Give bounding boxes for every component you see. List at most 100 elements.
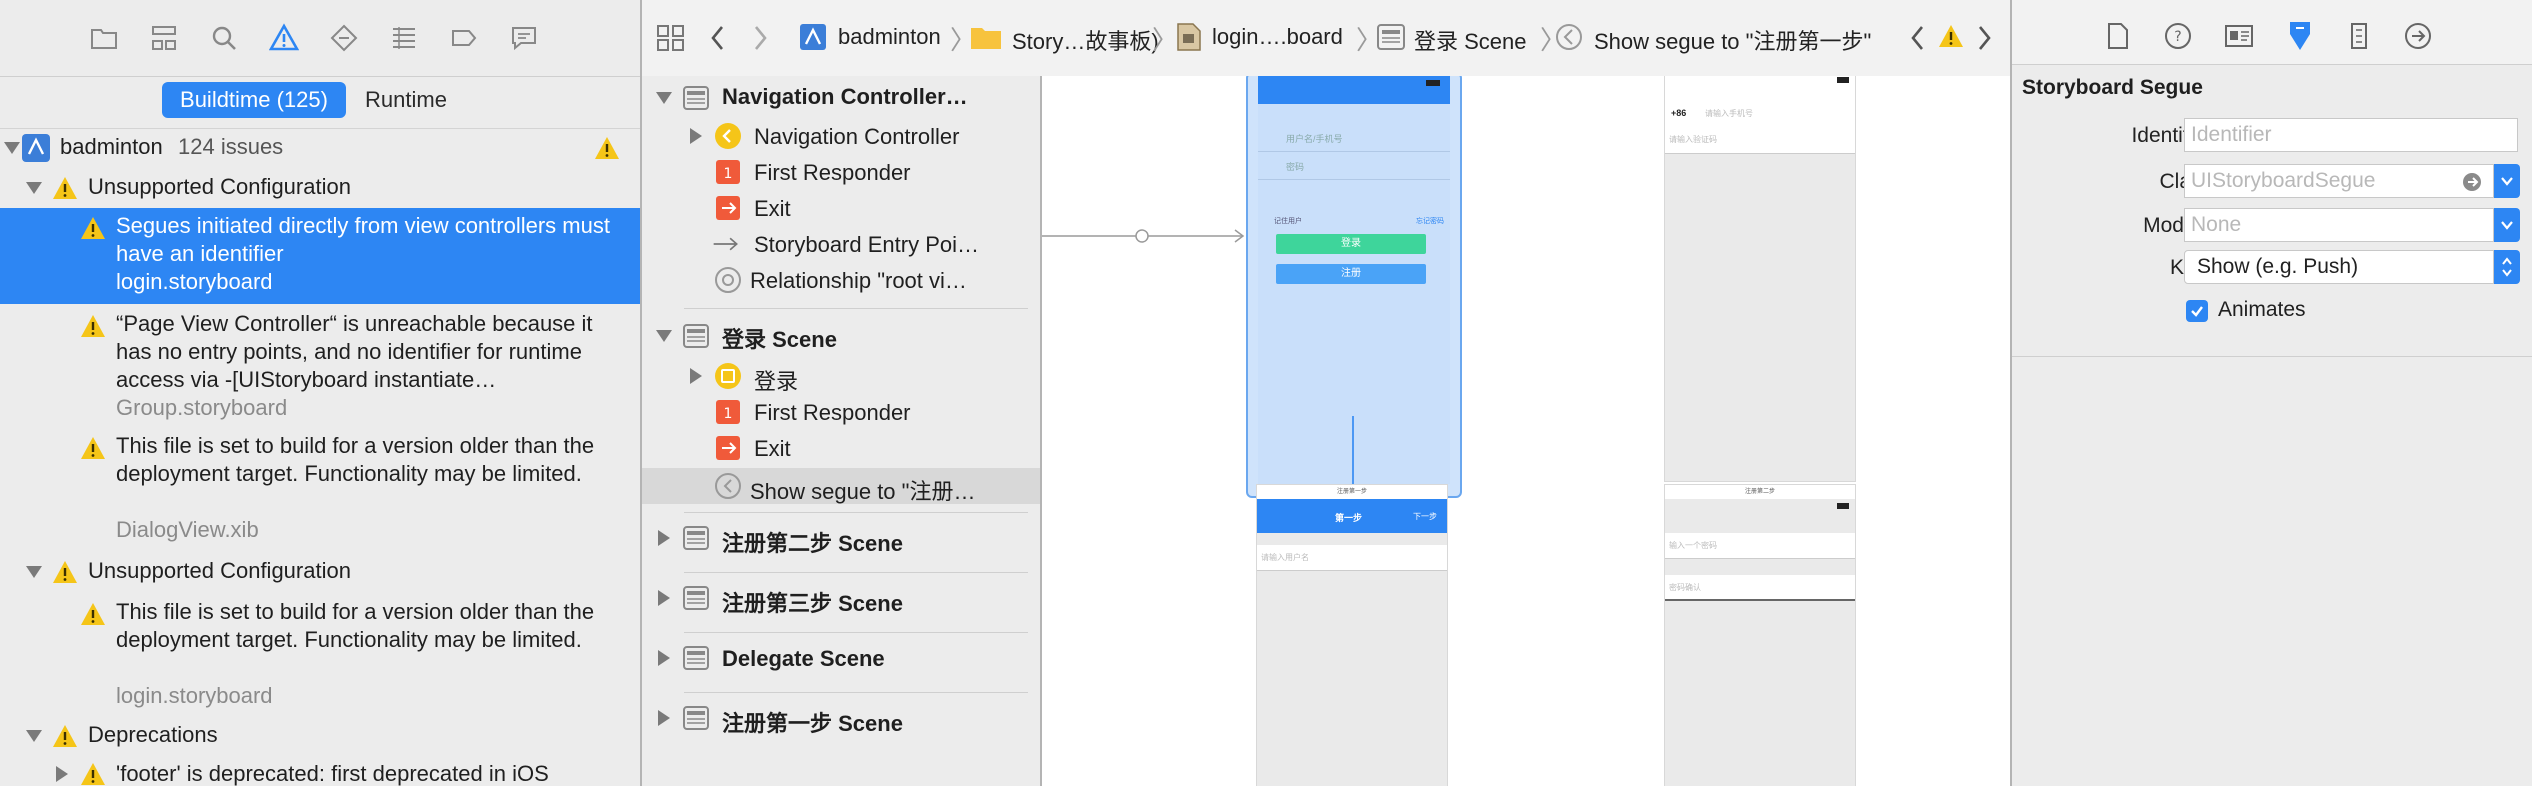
attributes-inspector-icon[interactable] (2286, 20, 2314, 52)
disclosure-triangle-icon[interactable] (658, 650, 670, 666)
issue-row[interactable]: “Page View Controller“ is unreachable be… (0, 306, 640, 424)
kind-select[interactable]: Show (e.g. Push) (2184, 250, 2494, 284)
next-button[interactable]: 下一步 (1413, 512, 1437, 521)
outline-scene[interactable]: 注册第三步 Scene (722, 591, 903, 616)
step2-scene-frame[interactable]: 注册第二步 输入一个密码 密码确认 (1664, 484, 1856, 786)
disclosure-triangle-icon[interactable] (656, 330, 672, 342)
warning-navigator-icon[interactable] (264, 18, 304, 58)
outline-item[interactable]: Exit (754, 196, 791, 221)
disclosure-triangle-icon[interactable] (26, 182, 42, 194)
related-items-icon[interactable] (656, 24, 686, 52)
outline-item[interactable]: First Responder (754, 400, 911, 425)
group-label: Unsupported Configuration (88, 174, 351, 199)
document-outline: Navigation Controller… Navigation Contro… (642, 76, 1042, 786)
outline-scene-nav[interactable]: Navigation Controller… (722, 84, 968, 109)
disclosure-triangle-icon[interactable] (26, 730, 42, 742)
breadcrumb-segue[interactable]: Show segue to "注册第一步" (1594, 29, 1872, 54)
relationship-segue-line[interactable] (1042, 226, 1252, 246)
outline-scene[interactable]: 注册第一步 Scene (722, 711, 903, 736)
disclosure-triangle-icon[interactable] (690, 368, 702, 384)
disclosure-triangle-icon[interactable] (26, 566, 42, 578)
relationship-icon (715, 267, 741, 293)
outline-scene-login[interactable]: 登录 Scene (722, 327, 837, 352)
phone-scene-frame[interactable]: +86 请输入手机号 请输入验证码 (1664, 76, 1856, 482)
module-field[interactable]: None (2184, 208, 2494, 242)
module-label: Module (2143, 214, 2212, 237)
breadcrumb-project[interactable]: badminton (838, 24, 941, 49)
folder-icon[interactable] (84, 18, 124, 58)
kind-stepper-button[interactable] (2494, 250, 2520, 284)
disclosure-triangle-icon[interactable] (658, 530, 670, 546)
forward-arrow-icon[interactable] (750, 24, 770, 52)
report-icon[interactable] (504, 18, 544, 58)
password-input[interactable]: 输入一个密码 (1665, 533, 1855, 559)
outline-item[interactable]: Storyboard Entry Poi… (754, 232, 979, 257)
identifier-field[interactable]: Identifier (2184, 118, 2518, 152)
step1-scene-frame[interactable]: 注册第一步 第一步 下一步 请输入用户名 (1256, 484, 1448, 786)
storyboard-canvas[interactable]: 用户名/手机号 密码 记住用户 忘记密码 登录 注册 +86 请输入手机号 请输… (1042, 76, 2010, 786)
password-field[interactable]: 密码 (1258, 154, 1450, 180)
buildtime-tab[interactable]: Buildtime (125) (162, 82, 346, 118)
outline-item[interactable]: 登录 (754, 369, 799, 394)
disclosure-triangle-icon[interactable] (690, 128, 702, 144)
outline-item[interactable]: First Responder (754, 160, 911, 185)
issue-row[interactable]: 'footer' is deprecated: first deprecated… (0, 758, 640, 786)
breadcrumb-file[interactable]: login….board (1212, 24, 1343, 49)
phone-input[interactable]: 请输入手机号 (1705, 109, 1753, 118)
outline-item[interactable]: Exit (754, 436, 791, 461)
previous-issue-icon[interactable] (1908, 24, 1928, 52)
outline-scene[interactable]: Delegate Scene (722, 646, 885, 671)
login-button[interactable]: 登录 (1276, 234, 1426, 254)
login-scene-frame[interactable]: 用户名/手机号 密码 记住用户 忘记密码 登录 注册 (1246, 76, 1462, 498)
size-inspector-icon[interactable] (2348, 22, 2370, 50)
project-icon (800, 24, 826, 50)
back-arrow-icon[interactable] (708, 24, 728, 52)
outline-row-selected[interactable] (642, 468, 1040, 504)
runtime-tab[interactable]: Runtime (365, 87, 447, 112)
hierarchy-icon[interactable] (144, 18, 184, 58)
confirm-input[interactable]: 密码确认 (1665, 575, 1855, 601)
breadcrumb-scene[interactable]: 登录 Scene (1414, 29, 1527, 54)
issue-group[interactable]: Deprecations (0, 718, 640, 754)
class-field[interactable]: UIStoryboardSegue (2184, 164, 2494, 198)
test-diamond-icon[interactable] (324, 18, 364, 58)
module-dropdown-button[interactable] (2494, 208, 2520, 242)
outline-item[interactable]: Relationship "root vi… (750, 268, 967, 293)
next-issue-icon[interactable] (1974, 24, 1994, 52)
phone-row: +86 请输入手机号 (1665, 101, 1855, 128)
outline-scene[interactable]: 注册第二步 Scene (722, 531, 903, 556)
warning-icon (81, 437, 105, 459)
disclosure-triangle-icon[interactable] (658, 710, 670, 726)
issue-group[interactable]: Unsupported Configuration (0, 554, 640, 590)
code-input[interactable]: 请输入验证码 (1669, 135, 1717, 144)
breadcrumb-group[interactable]: Story…故事板) (1012, 29, 1159, 54)
issue-row[interactable]: This file is set to build for a version … (0, 430, 640, 548)
go-arrow-icon[interactable] (2462, 172, 2482, 192)
outline-item-selected[interactable]: Show segue to "注册… (750, 479, 976, 504)
disclosure-triangle-icon[interactable] (658, 590, 670, 606)
issue-group[interactable]: Unsupported Configuration (0, 170, 640, 206)
phone-field[interactable]: 用户名/手机号 (1258, 126, 1450, 152)
disclosure-triangle-icon[interactable] (56, 766, 68, 782)
connections-inspector-icon[interactable] (2404, 22, 2432, 50)
identity-inspector-icon[interactable] (2224, 22, 2254, 50)
search-icon[interactable] (204, 18, 244, 58)
project-row[interactable]: badminton 124 issues (0, 130, 640, 166)
disclosure-triangle-icon[interactable] (4, 142, 20, 154)
issue-row[interactable]: This file is set to build for a version … (0, 596, 640, 714)
register-button[interactable]: 注册 (1276, 264, 1426, 284)
username-input[interactable]: 请输入用户名 (1257, 545, 1447, 571)
disclosure-triangle-icon[interactable] (656, 92, 672, 104)
breakpoint-icon[interactable] (444, 18, 484, 58)
class-dropdown-button[interactable] (2494, 164, 2520, 198)
file-inspector-icon[interactable] (2106, 22, 2130, 50)
class-label: Class (2012, 170, 2212, 194)
animates-checkbox[interactable] (2186, 300, 2208, 322)
forgot-link[interactable]: 忘记密码 (1416, 218, 1444, 225)
issue-row-selected[interactable]: Segues initiated directly from view cont… (0, 208, 640, 304)
help-icon[interactable]: ? (2164, 22, 2192, 50)
debug-list-icon[interactable] (384, 18, 424, 58)
warning-icon (53, 177, 77, 199)
outline-item[interactable]: Navigation Controller (754, 124, 960, 149)
warning-icon[interactable] (1938, 24, 1964, 48)
